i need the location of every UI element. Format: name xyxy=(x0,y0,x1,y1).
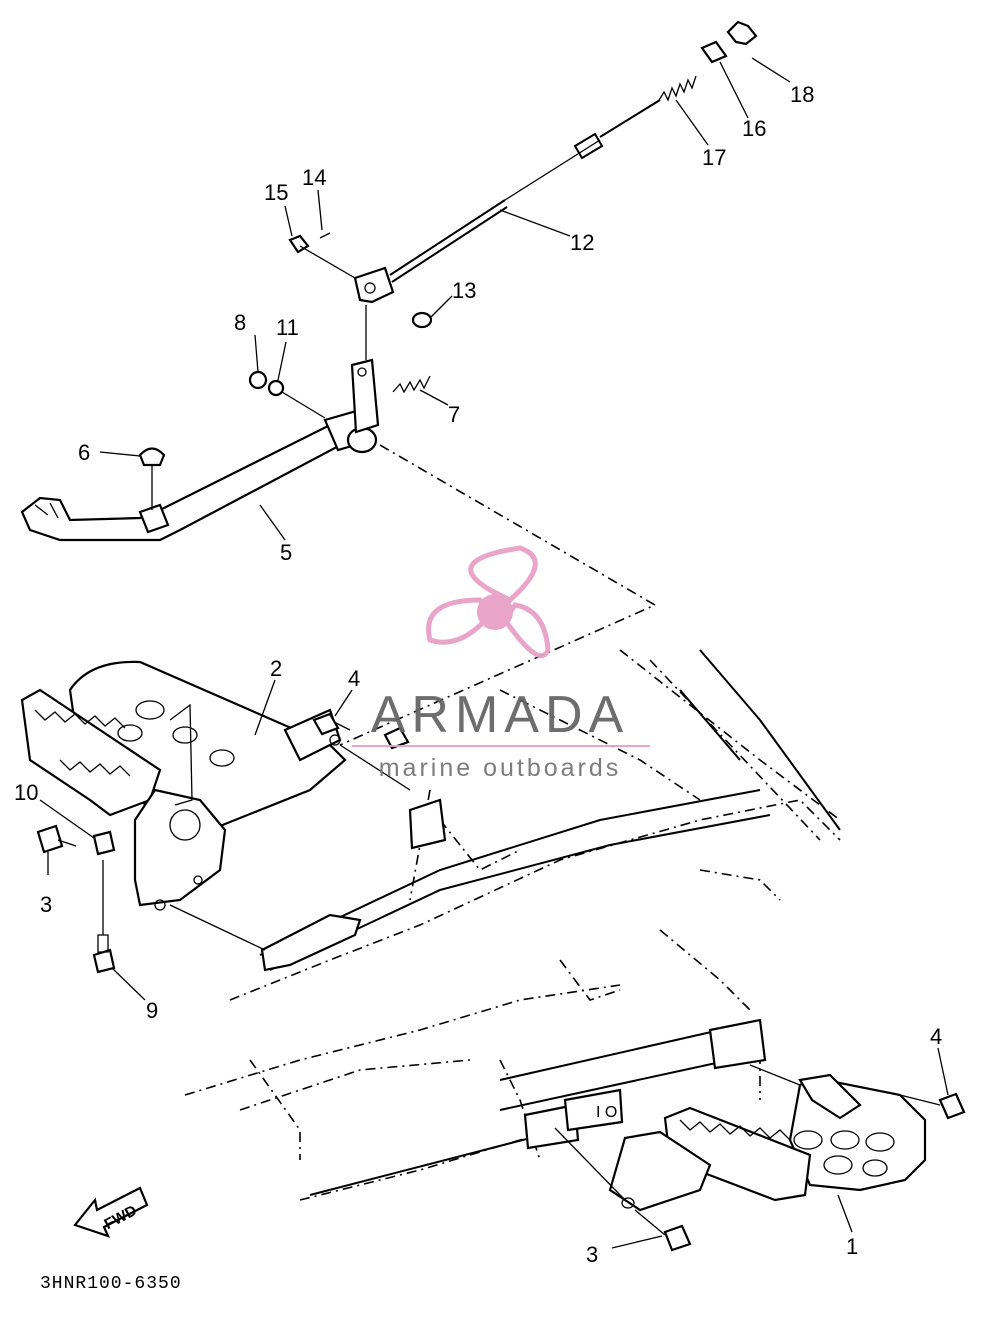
fwd-arrow: FWD xyxy=(73,1186,149,1238)
watermark-brand: ARMADA xyxy=(371,686,629,744)
callout-1: 1 xyxy=(846,1234,858,1259)
callout-4-upper: 4 xyxy=(348,666,360,691)
callout-4-right: 4 xyxy=(930,1024,942,1049)
brake-pedal-assembly xyxy=(20,20,758,542)
callout-16: 16 xyxy=(742,116,766,141)
propeller-icon xyxy=(426,545,551,659)
callout-14: 14 xyxy=(302,165,326,190)
callout-9: 9 xyxy=(146,998,158,1023)
callout-12: 12 xyxy=(570,230,594,255)
callouts: 18 16 17 14 15 12 13 8 11 7 6 5 2 4 10 3… xyxy=(14,82,942,1267)
callout-8: 8 xyxy=(234,310,246,335)
callout-6: 6 xyxy=(78,440,90,465)
callout-3-left: 3 xyxy=(40,892,52,917)
callout-5: 5 xyxy=(280,540,292,565)
diagram-code: 3HNR100-6350 xyxy=(40,1274,182,1294)
frame-tubes: I O xyxy=(259,649,841,1196)
callout-3-right: 3 xyxy=(586,1242,598,1267)
svg-text:I O: I O xyxy=(596,1104,617,1121)
left-footrest xyxy=(20,660,411,974)
watermark-tagline: marine outboards xyxy=(379,754,622,782)
watermark: ARMADA marine outboards xyxy=(352,545,650,782)
callout-2: 2 xyxy=(270,656,282,681)
right-footrest xyxy=(554,1064,966,1252)
callout-11: 11 xyxy=(276,315,299,340)
callout-10: 10 xyxy=(14,780,38,805)
callout-18: 18 xyxy=(790,82,814,107)
callout-17: 17 xyxy=(702,145,726,170)
callout-13: 13 xyxy=(452,278,476,303)
leader-lines xyxy=(39,57,949,1249)
callout-7: 7 xyxy=(448,402,460,427)
callout-15: 15 xyxy=(264,180,288,205)
